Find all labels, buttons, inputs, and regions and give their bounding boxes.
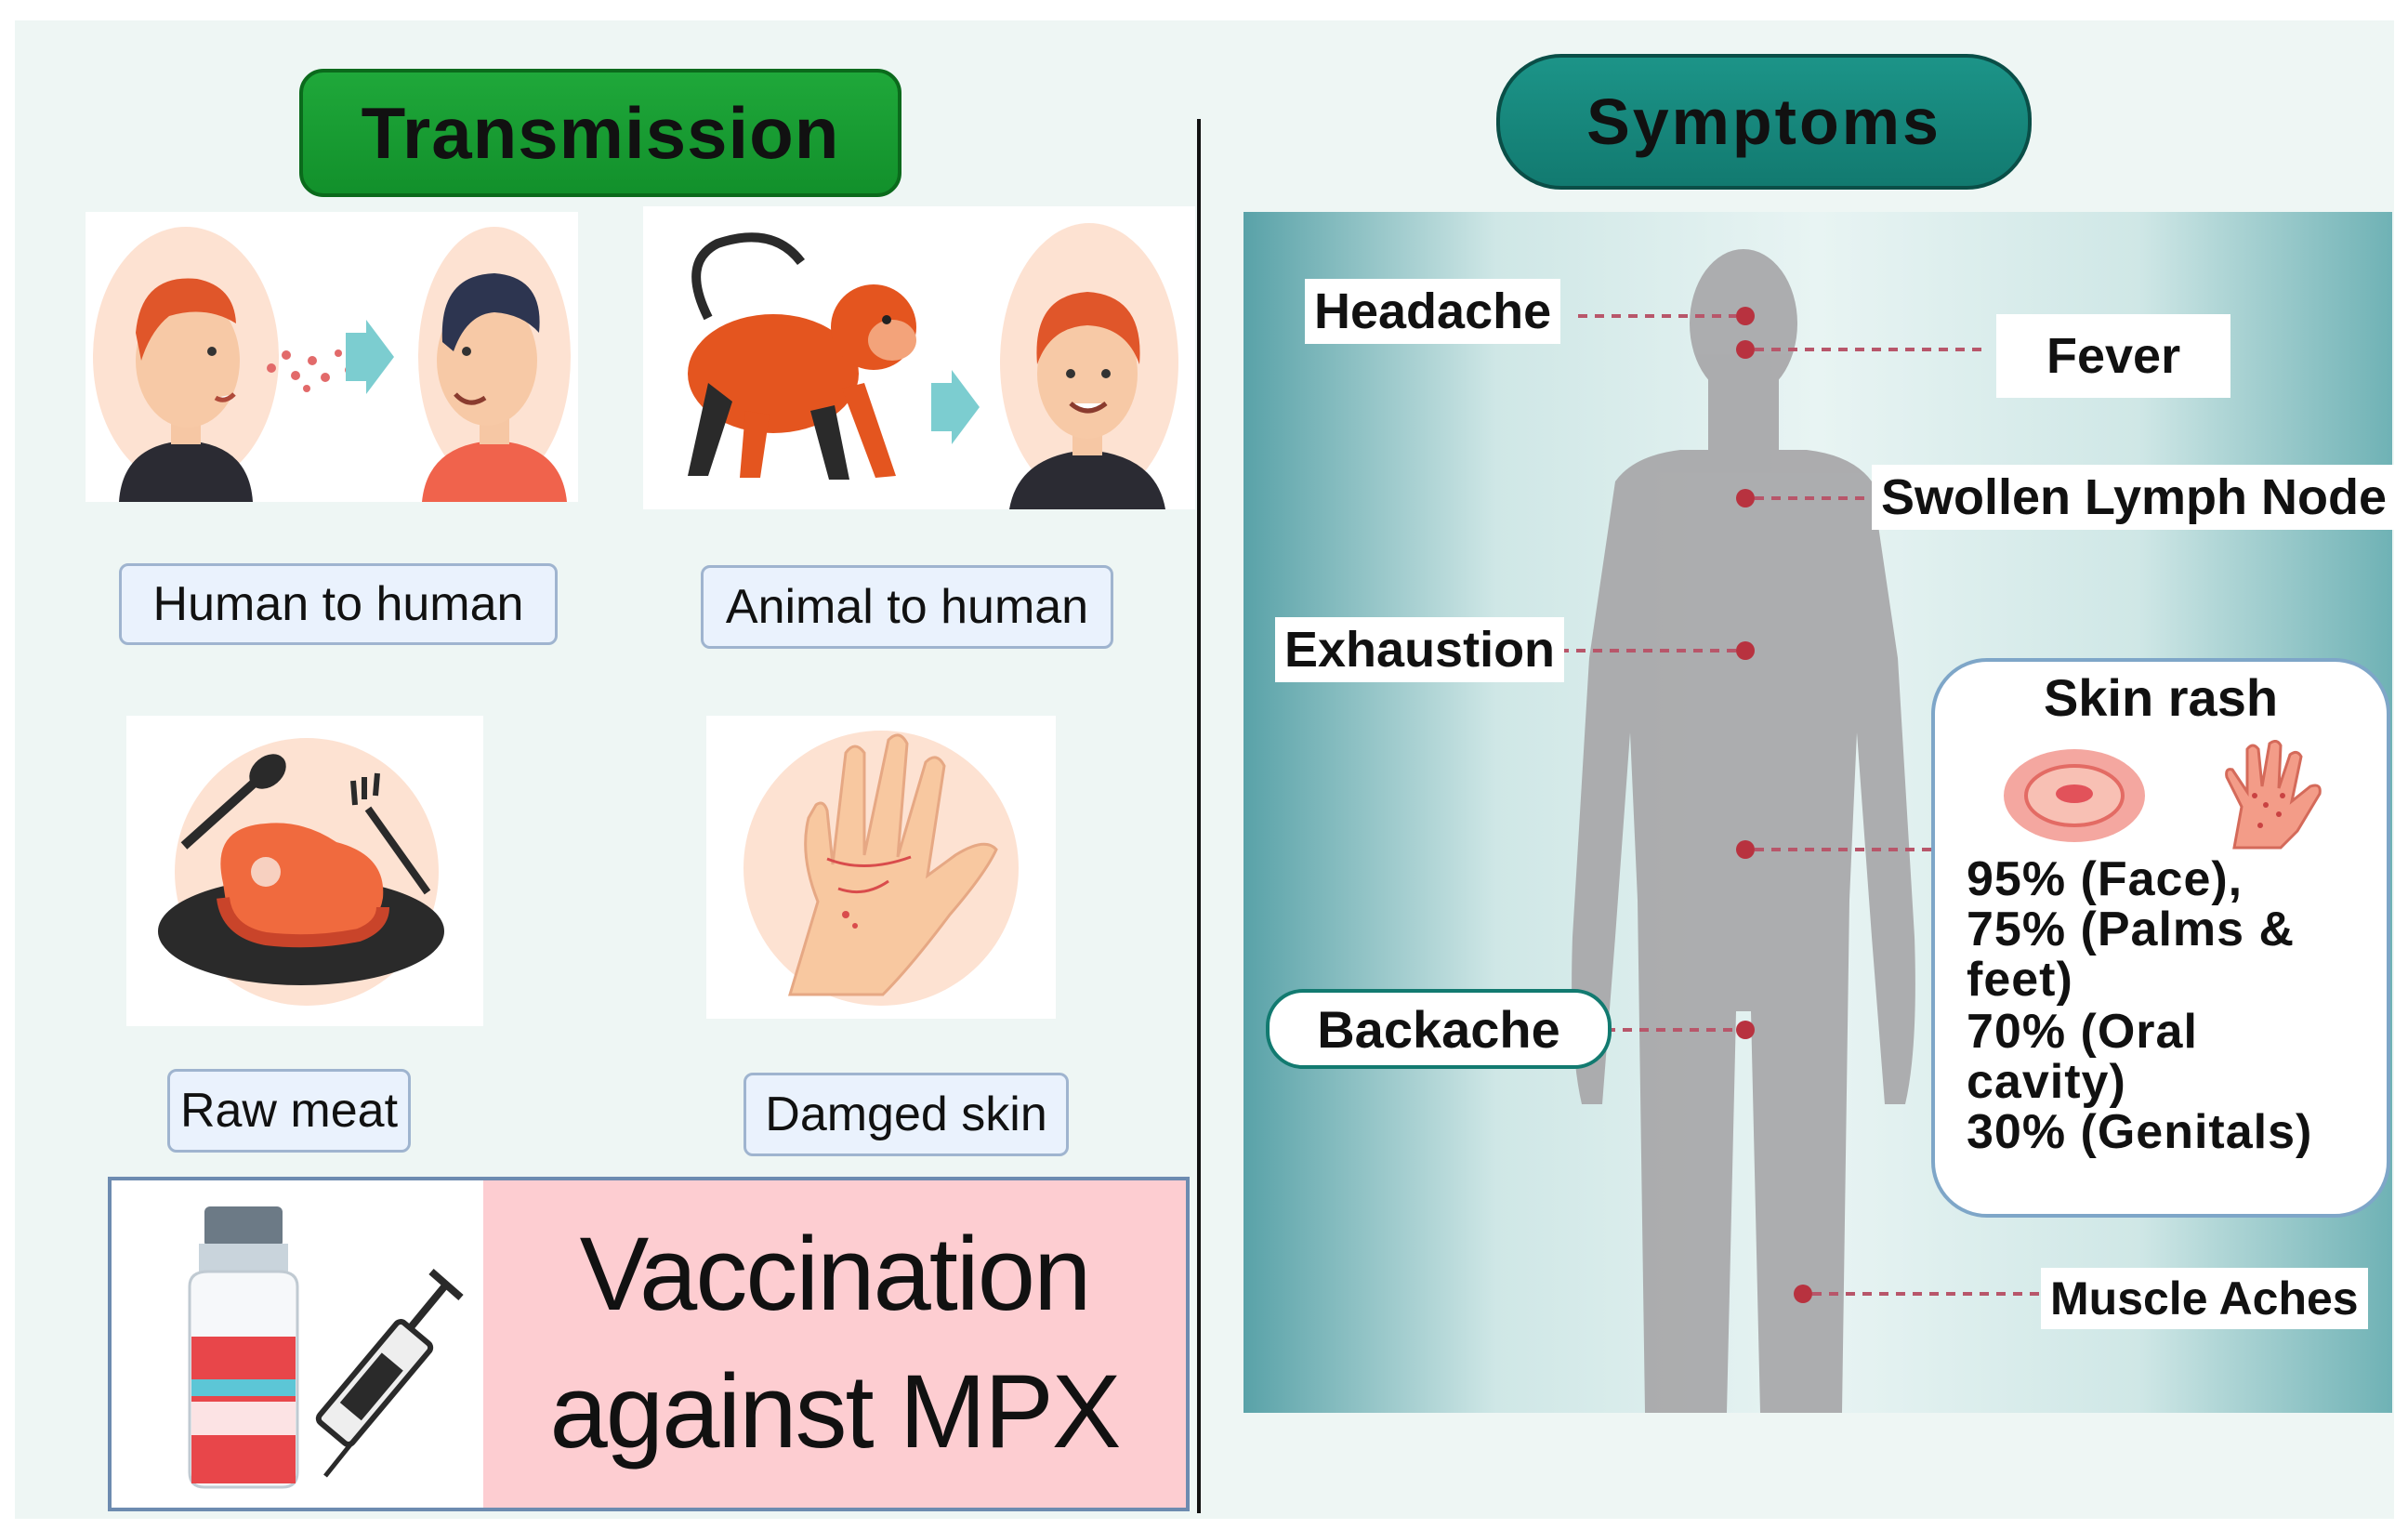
skin-cut-icon	[837, 879, 889, 894]
skin-rash-panel: Skin rash 95% (Face), 75% (Palms & feet)…	[1931, 658, 2390, 1218]
symptoms-title: Symptoms	[1496, 54, 2032, 190]
vaccination-text-background	[483, 1180, 1186, 1508]
rash-lesion-icon	[2004, 749, 2145, 842]
symptom-fever: Fever	[1996, 314, 2231, 398]
symptom-muscle-aches: Muscle Aches	[2041, 1268, 2368, 1329]
skin-rash-line-1: 95% (Face),	[1967, 852, 2244, 906]
human-to-human-illustration	[86, 212, 578, 502]
fork-icon	[364, 806, 431, 895]
transmission-title: Transmission	[299, 69, 901, 197]
vaccination-line-2: against MPX	[549, 1353, 1122, 1470]
leader-lines	[1559, 314, 2041, 1296]
vaccination-panel: Vaccination against MPX	[108, 1177, 1190, 1511]
droplets-icon	[267, 349, 354, 392]
route-label-damaged-skin: Damged skin	[743, 1073, 1069, 1156]
skin-rash-line-2: 75% (Palms &	[1967, 903, 2296, 956]
hand-icon	[787, 733, 998, 996]
arrow-right-icon	[931, 370, 980, 444]
spoon-icon	[180, 777, 260, 850]
skin-rash-line-6: 30% (Genitals)	[1967, 1105, 2313, 1159]
raw-meat-illustration	[126, 716, 483, 1026]
symptom-markers	[1736, 307, 1812, 1303]
route-label-animal-to-human: Animal to human	[701, 565, 1113, 649]
skin-rash-line-4: 70% (Oral	[1967, 1005, 2198, 1059]
rash-hand-icon	[2225, 740, 2322, 850]
person-face	[1037, 309, 1138, 439]
person-right-shirt	[422, 441, 567, 502]
human-silhouette-icon	[1559, 249, 2041, 1413]
section-divider	[1197, 119, 1201, 1513]
symptom-swollen-lymph-node: Swollen Lymph Node	[1872, 465, 2397, 530]
symptom-headache: Headache	[1305, 279, 1561, 344]
steak-icon	[220, 823, 384, 940]
syringe-icon	[315, 1268, 464, 1478]
skin-rash-line-3: feet)	[1967, 953, 2073, 1007]
arrow-right-icon	[346, 320, 394, 394]
vaccination-line-1: Vaccination	[579, 1216, 1092, 1332]
person-left-face	[136, 294, 240, 428]
route-label-raw-meat: Raw meat	[167, 1069, 411, 1153]
symptom-backache: Backache	[1266, 989, 1612, 1069]
damaged-skin-illustration	[706, 716, 1056, 1019]
animal-to-human-illustration	[643, 206, 1195, 509]
person-left-shirt	[119, 441, 253, 502]
vaccine-vial-icon	[188, 1206, 464, 1489]
monkey-tail	[691, 232, 805, 321]
skin-rash-title: Skin rash	[2043, 668, 2279, 727]
route-label-human-to-human: Human to human	[119, 563, 558, 645]
symptom-exhaustion: Exhaustion	[1275, 617, 1565, 682]
skin-rash-line-5: cavity)	[1967, 1055, 2126, 1109]
